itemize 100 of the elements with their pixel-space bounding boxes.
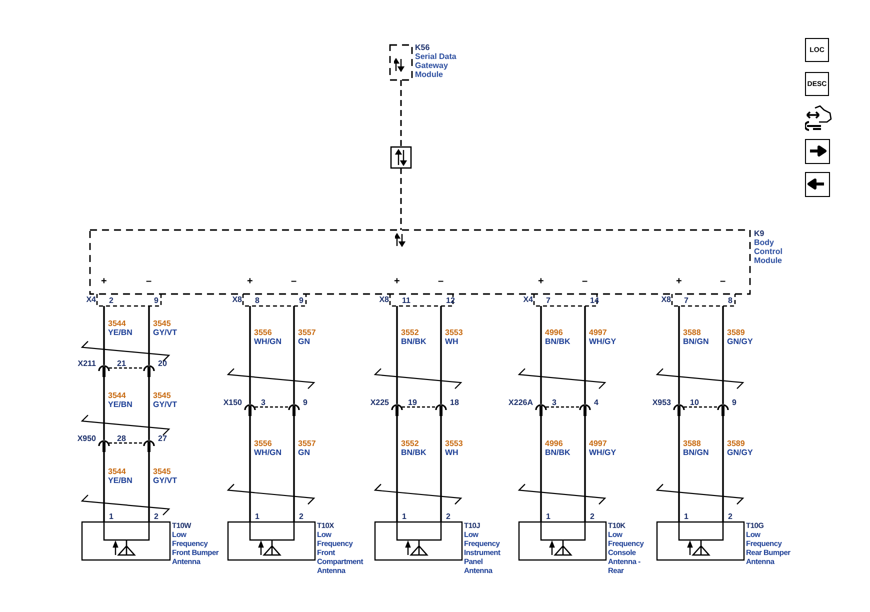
pin-number: 9 [154, 296, 158, 305]
pin-number: 12 [446, 296, 455, 305]
pin-number: 1 [255, 512, 260, 521]
wire-label: 3545 GY/VT [153, 318, 177, 337]
wire [540, 306, 542, 404]
wire-label: 3556 WH/GN [254, 328, 282, 346]
wire-label: 3544 YE/BN [108, 467, 132, 486]
pin-number: 1 [109, 512, 114, 521]
wire-label: 3545 GY/VT [153, 467, 177, 486]
wire-label: 3553 WH [445, 439, 463, 458]
wire-label: 3588 BN/GN [683, 328, 709, 346]
wire [293, 416, 295, 522]
component-id: X150 [222, 398, 242, 407]
wire [293, 306, 295, 404]
component-id: X211 [76, 359, 96, 368]
wire-label: 3557 GN [298, 328, 316, 346]
component-id: K56 [415, 43, 431, 52]
wire [540, 416, 542, 522]
polarity-sign: + [538, 277, 544, 286]
wire-label: 4996 BN/BK [545, 439, 570, 458]
wire [148, 452, 150, 522]
polarity-sign: – [720, 277, 726, 286]
pin-number: 1 [546, 512, 550, 521]
pin-number: 2 [446, 512, 450, 521]
component-id: X8 [231, 295, 242, 304]
pin-number: 9 [303, 398, 308, 407]
pin-number: 7 [684, 296, 688, 305]
wire [440, 306, 442, 404]
component-id: X226A [508, 398, 533, 407]
wire [148, 377, 150, 440]
wire [249, 306, 251, 404]
wire [103, 377, 105, 440]
component-name: Serial Data Gateway Module [415, 52, 458, 79]
component-id: X4 [522, 295, 533, 304]
wire-label: 3588 BN/GN [683, 439, 709, 458]
pin-number: 8 [728, 296, 732, 305]
wire-label: 4996 BN/BK [545, 328, 570, 346]
pin-number: 1 [402, 512, 406, 521]
polarity-sign: – [146, 277, 152, 286]
wire [584, 416, 586, 522]
polarity-sign: + [394, 277, 400, 286]
pin-number: 3 [552, 398, 556, 407]
component-id: X953 [651, 398, 671, 407]
wire-label: 3552 BN/BK [401, 328, 426, 346]
wire-label: 3556 WH/GN [254, 439, 282, 458]
wire [678, 416, 680, 522]
pin-number: 2 [590, 512, 594, 521]
pin-number: 2 [728, 512, 732, 521]
wire-label: 3544 YE/BN [108, 390, 132, 409]
pin-number: 8 [255, 296, 260, 305]
component-id: X8 [378, 295, 389, 304]
wire-label: 3553 WH [445, 328, 463, 346]
wire [722, 306, 724, 404]
wire-label: 3552 BN/BK [401, 439, 426, 458]
pin-number: 4 [594, 398, 598, 407]
pin-number: 3 [261, 398, 266, 407]
wire [396, 416, 398, 522]
polarity-sign: + [101, 277, 107, 286]
serial-data-line [400, 168, 402, 230]
component-id: X4 [85, 295, 96, 304]
wire-label: 3589 GN/GY [727, 439, 753, 458]
serial-data-line [400, 80, 402, 147]
pin-number: 14 [590, 296, 599, 305]
wire [103, 452, 105, 522]
pin-number: 1 [684, 512, 688, 521]
polarity-sign: – [291, 277, 297, 286]
pin-number: 27 [158, 434, 167, 443]
pin-number: 9 [732, 398, 736, 407]
component-id: X225 [369, 398, 389, 407]
polarity-sign: – [438, 277, 444, 286]
polarity-sign: + [247, 277, 253, 286]
wire-label: 3545 GY/VT [153, 390, 177, 409]
pin-number: 9 [299, 296, 304, 305]
component-id: X950 [76, 434, 96, 443]
pin-number: 21 [117, 359, 126, 368]
wire [440, 416, 442, 522]
wire-label: 4997 WH/GY [589, 328, 616, 346]
wire [249, 416, 251, 522]
pin-number: 11 [402, 296, 410, 305]
pin-number: 7 [546, 296, 550, 305]
component-id: K9 [754, 229, 766, 238]
pin-number: 2 [154, 512, 158, 521]
component-name: Body Control Module [754, 238, 784, 265]
wire [678, 306, 680, 404]
wire [396, 306, 398, 404]
component-id: X8 [660, 295, 671, 304]
wire [722, 416, 724, 522]
pin-number: 19 [408, 398, 417, 407]
polarity-sign: – [582, 277, 588, 286]
pin-number: 28 [117, 434, 126, 443]
pin-number: 20 [158, 359, 167, 368]
wire [148, 306, 150, 365]
pin-number: 10 [690, 398, 699, 407]
wire-label: 3544 YE/BN [108, 318, 132, 337]
wire-label: 4997 WH/GY [589, 439, 616, 458]
pin-number: 2 [299, 512, 304, 521]
pin-number: 18 [450, 398, 459, 407]
wire [584, 306, 586, 404]
wire-label: 3557 GN [298, 439, 316, 458]
polarity-sign: + [676, 277, 682, 286]
